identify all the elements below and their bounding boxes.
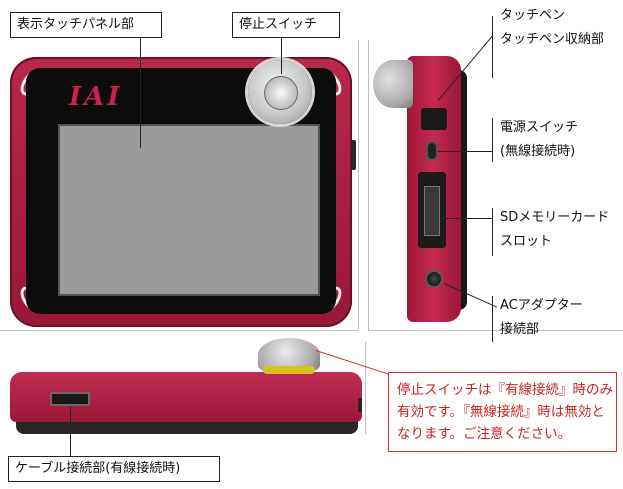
touch-panel-screen[interactable] bbox=[58, 124, 320, 296]
leader-sd-slot-h bbox=[440, 218, 492, 219]
label-ac-adapter: ACアダプター 接続部 bbox=[500, 296, 583, 340]
stop-switch-center[interactable] bbox=[264, 76, 298, 110]
caution-note-line2: 有効です。『無線接続』時は無効と bbox=[397, 404, 605, 420]
label-display-panel: 表示タッチパネル部 bbox=[10, 12, 162, 38]
leader-stop-switch bbox=[281, 38, 282, 74]
leader-ac-adapter-v bbox=[492, 296, 493, 342]
bottom-side-button bbox=[358, 398, 362, 412]
leader-cable-port bbox=[70, 406, 71, 456]
leader-display-panel bbox=[140, 38, 141, 148]
label-sd-slot-line1: SDメモリーカード bbox=[500, 210, 610, 225]
side-view-frame-bottom bbox=[368, 330, 623, 331]
caution-note: 停止スイッチは『有線接続』時のみ 有効です。『無線接続』時は無効と なります。ご… bbox=[388, 372, 617, 452]
leader-power-switch-v bbox=[492, 118, 493, 162]
stop-switch-side-icon[interactable] bbox=[373, 60, 413, 108]
side-button bbox=[351, 140, 356, 170]
power-switch-icon[interactable] bbox=[426, 141, 438, 161]
side-view-frame-left bbox=[368, 40, 369, 330]
front-view-frame-bottom bbox=[0, 330, 358, 331]
cable-port-icon[interactable] bbox=[50, 392, 90, 406]
label-touch-pen: タッチペン タッチペン収納部 bbox=[500, 6, 604, 50]
label-sd-slot: SDメモリーカード スロット bbox=[500, 208, 609, 252]
label-touch-pen-line2: タッチペン収納部 bbox=[500, 32, 605, 47]
caution-note-line1: 停止スイッチは『有線接続』時のみ bbox=[397, 382, 613, 398]
leader-power-switch-h bbox=[438, 151, 492, 152]
label-stop-switch: 停止スイッチ bbox=[232, 12, 340, 38]
label-ac-adapter-line1: ACアダプター bbox=[500, 298, 583, 313]
stop-switch-top-ring bbox=[263, 366, 315, 374]
label-power-switch-line1: 電源スイッチ bbox=[500, 120, 579, 135]
leader-touch-pen-v bbox=[492, 16, 493, 78]
device-bottom-base bbox=[16, 420, 358, 434]
label-cable-port: ケーブル接続部(有線接続時) bbox=[8, 456, 220, 482]
caution-note-line3: なります。ご注意ください。 bbox=[397, 426, 572, 442]
label-power-switch: 電源スイッチ (無線接続時) bbox=[500, 118, 578, 162]
brand-logo: IAI bbox=[69, 82, 123, 112]
label-ac-adapter-line2: 接続部 bbox=[500, 322, 540, 337]
ac-jack-icon[interactable] bbox=[425, 270, 443, 288]
bottom-view-frame-right bbox=[365, 342, 366, 434]
front-view-frame-right bbox=[358, 40, 359, 330]
label-touch-pen-line1: タッチペン bbox=[500, 8, 566, 23]
label-sd-slot-line2: スロット bbox=[500, 234, 553, 249]
leader-sd-slot-v bbox=[492, 208, 493, 256]
sd-card-icon[interactable] bbox=[424, 186, 440, 236]
label-power-switch-line2: (無線接続時) bbox=[500, 144, 576, 159]
touch-pen-holder[interactable] bbox=[421, 108, 447, 130]
